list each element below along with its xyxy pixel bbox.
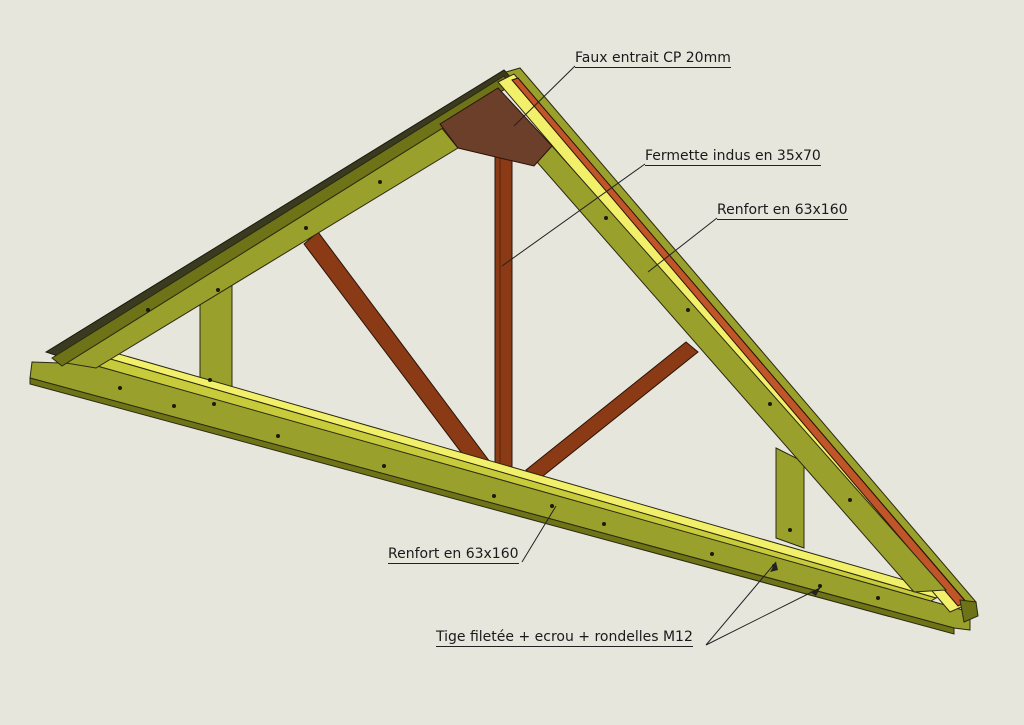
vertical-posts — [199, 279, 805, 549]
right-rafter — [497, 67, 979, 623]
label-fermette-indus: Fermette indus en 35x70 — [645, 148, 821, 166]
vertical-king-post — [494, 149, 513, 473]
leader-arrows — [770, 562, 820, 596]
diagonal-brace-right — [525, 341, 699, 481]
label-renfort-bottom: Renfort en 63x160 — [388, 546, 519, 564]
label-tige-filetee: Tige filetée + ecrou + rondelles M12 — [436, 629, 693, 647]
label-renfort-right: Renfort en 63x160 — [717, 202, 848, 220]
right-vertical-post — [775, 447, 805, 549]
left-rafter — [44, 69, 513, 369]
plywood-gusset — [439, 87, 553, 167]
internal-braces — [303, 149, 699, 481]
leader-lines — [501, 65, 821, 646]
label-faux-entrait: Faux entrait CP 20mm — [575, 50, 731, 68]
bottom-chord — [29, 351, 971, 635]
